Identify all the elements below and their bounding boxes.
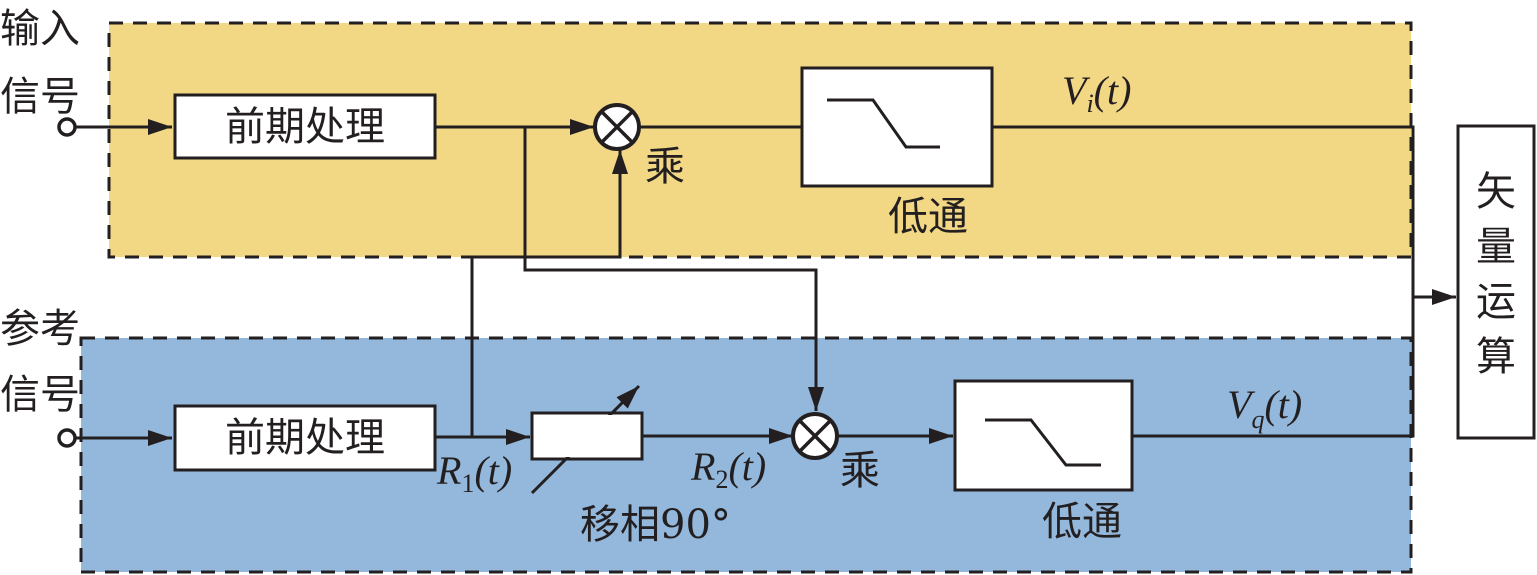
- vq-label: Vq(t): [1227, 382, 1302, 434]
- bottom-lowpass-label: 低通: [1042, 499, 1122, 545]
- input-terminal[interactable]: [57, 117, 77, 137]
- vector-op-char-3: 运: [1476, 279, 1516, 325]
- top-to-bottom-multiplier-wire: [523, 127, 824, 411]
- r2-label: R2(t): [690, 444, 766, 494]
- reference-signal-label-1: 参考: [0, 306, 80, 352]
- vector-op-char-1: 矢: [1476, 169, 1516, 215]
- vi-output-wire: [992, 125, 1456, 305]
- reference-signal-label-2: 信号: [0, 372, 80, 418]
- top-lowpass-icon: [827, 98, 940, 149]
- vector-op-char-4: 算: [1476, 334, 1516, 380]
- bottom-multiplier-label: 乘: [840, 448, 880, 494]
- top-multiplier[interactable]: [593, 103, 641, 151]
- bottom-preprocess-block[interactable]: [173, 404, 437, 472]
- top-multiplier-label: 乘: [645, 144, 685, 190]
- phase-shift-label: 移相90°: [580, 502, 731, 548]
- vector-operation-block[interactable]: [1456, 124, 1536, 440]
- bottom-lowpass-icon: [985, 418, 1101, 467]
- r1-to-top-multiplier-wire: [470, 150, 628, 437]
- vector-op-char-2: 量: [1476, 224, 1516, 270]
- bottom-preprocess-label: 前期处理: [225, 415, 385, 461]
- vi-label: Vi(t): [1062, 68, 1131, 118]
- r1-label: R1(t): [436, 448, 512, 498]
- reference-terminal[interactable]: [57, 428, 77, 448]
- vq-output-wire: [1132, 297, 1415, 438]
- top-lowpass-block[interactable]: [800, 66, 994, 188]
- input-signal-label-2: 信号: [0, 74, 80, 120]
- top-preprocess-label: 前期处理: [225, 104, 385, 150]
- input-signal-label-1: 输入: [0, 6, 80, 52]
- top-lowpass-label: 低通: [888, 194, 968, 240]
- bottom-multiplier[interactable]: [791, 412, 839, 460]
